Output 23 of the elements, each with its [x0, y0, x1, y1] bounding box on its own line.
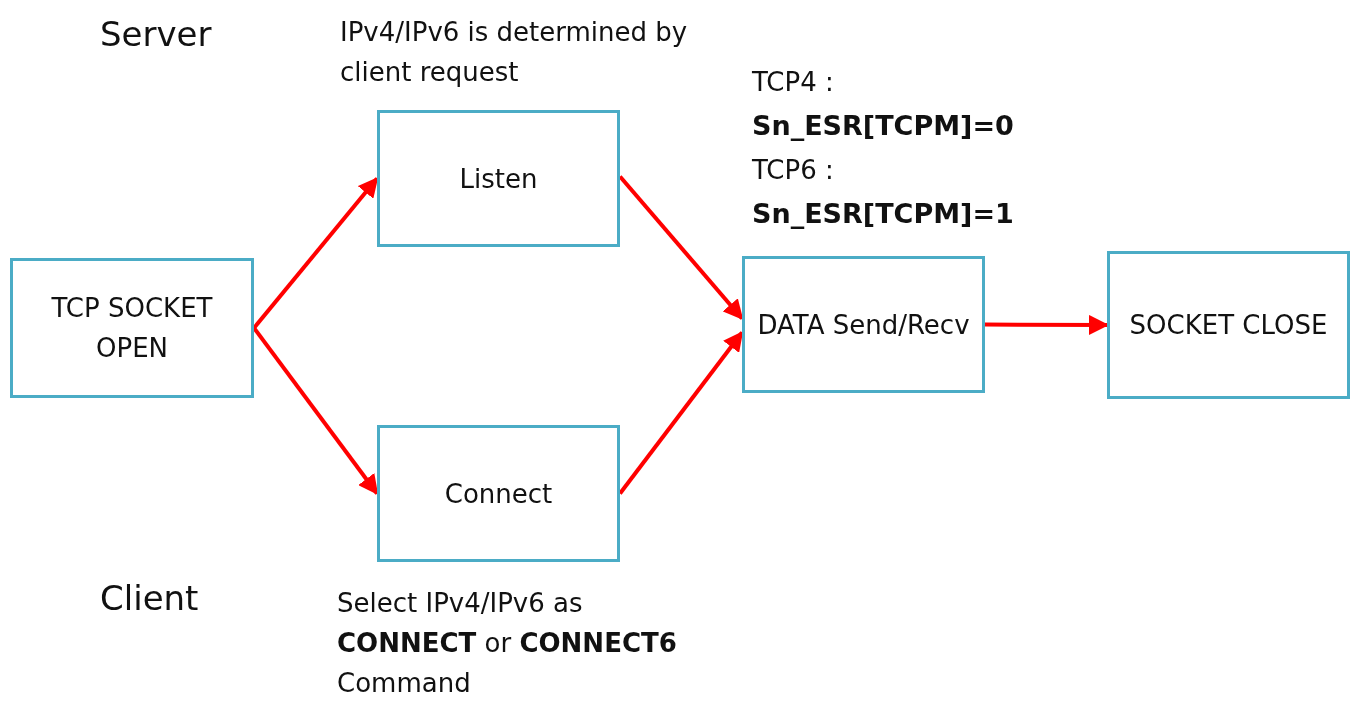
node-label: TCP SOCKET OPEN [50, 292, 214, 365]
process-box [1107, 251, 1350, 399]
node-label: SOCKET CLOSE [1129, 309, 1328, 342]
arrow [985, 314, 1109, 335]
note-text: Sn_ESR[TCPM]=0 [752, 109, 1014, 143]
note-text: TCP4 : [752, 66, 834, 99]
process-box [377, 110, 620, 247]
node-label: Connect [444, 477, 553, 511]
role-label: Client [100, 578, 199, 618]
arrow [252, 176, 379, 330]
role-label: Server [100, 14, 212, 54]
note-text: Select IPv4/IPv6 as CONNECT or CONNECT6 Command [337, 587, 678, 700]
arrow [252, 326, 379, 496]
node-label: Listen [459, 162, 538, 196]
note-text: Sn_ESR[TCPM]=1 [752, 197, 1014, 231]
process-box [377, 425, 620, 562]
node-label: DATA Send/Recv [757, 308, 970, 342]
arrow [618, 330, 744, 495]
arrow [618, 175, 744, 320]
process-box [10, 258, 254, 398]
note-text: IPv4/IPv6 is determined by client request [340, 16, 689, 89]
process-box [742, 256, 985, 393]
note-text: TCP6 : [752, 154, 834, 187]
